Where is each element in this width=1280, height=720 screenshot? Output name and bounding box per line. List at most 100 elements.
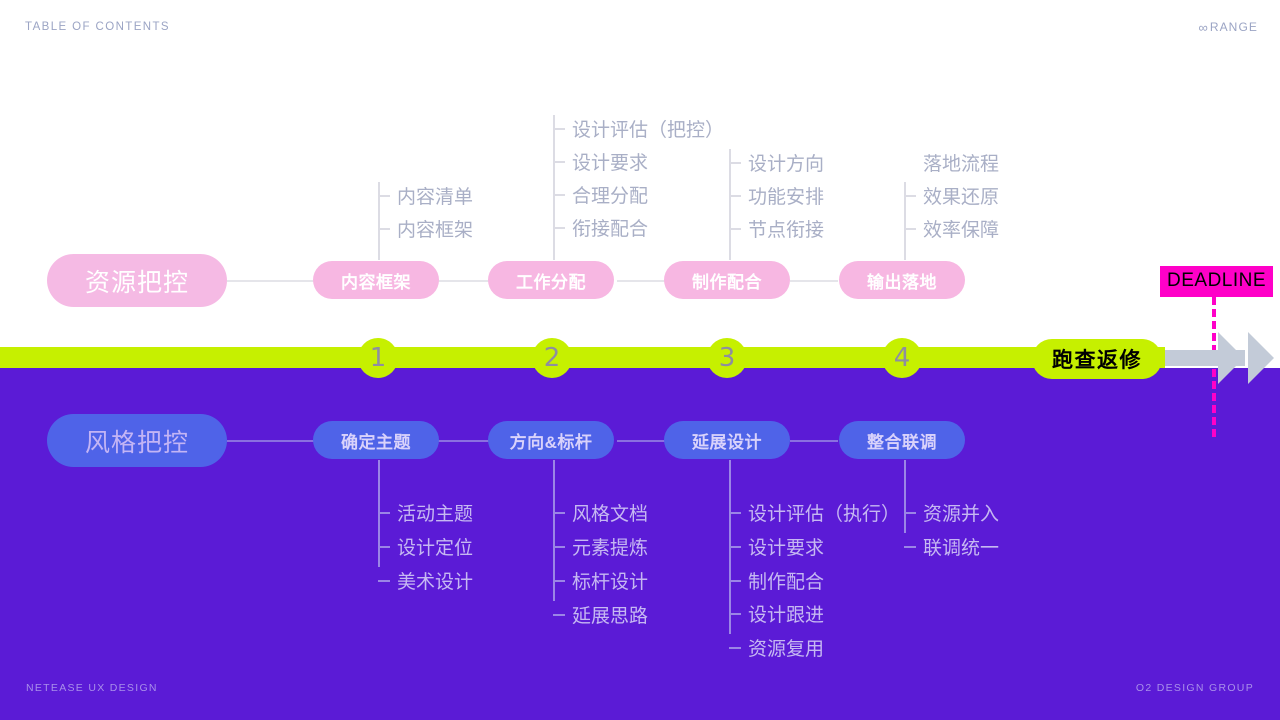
tree-item: 效率保障 <box>904 215 999 242</box>
tree-item-label: 设计要求 <box>572 153 649 174</box>
tree-tick-icon <box>729 612 741 615</box>
pill-integration-tuning[interactable]: 整合联调 <box>839 421 965 459</box>
pill-label: 方向&标杆 <box>509 432 593 452</box>
tree-item-label: 设计跟进 <box>748 605 825 626</box>
tree-tick-icon <box>553 511 565 514</box>
tree-item: 功能安排 <box>729 182 824 209</box>
pill-output-delivery[interactable]: 输出落地 <box>839 261 965 299</box>
tree-item-label: 功能安排 <box>748 187 825 208</box>
tree-stem <box>904 182 906 260</box>
timeline-node-2[interactable]: 2 <box>532 338 572 378</box>
tree-stem <box>904 460 906 533</box>
timeline-node-number: 3 <box>718 343 736 373</box>
tree-item: 内容清单 <box>378 182 473 209</box>
tree-tick-icon <box>553 545 565 548</box>
connector-top-2 <box>617 280 665 282</box>
tree-item: 设计要求 <box>553 148 648 175</box>
tree-item-label: 衔接配合 <box>572 219 649 240</box>
pill-resource-control[interactable]: 资源把控 <box>47 254 227 307</box>
tree-item-label: 延展思路 <box>572 606 649 627</box>
tree-item: 落地流程 <box>904 149 999 176</box>
tree-item-label: 内容清单 <box>397 187 474 208</box>
pill-production-coop[interactable]: 制作配合 <box>664 261 790 299</box>
tree-item: 设计定位 <box>378 533 473 560</box>
tree-item: 制作配合 <box>729 567 824 594</box>
brand-logo: ∞ RANGE <box>1199 20 1258 34</box>
tree-item: 效果还原 <box>904 182 999 209</box>
tree-item: 设计评估（执行） <box>729 499 900 526</box>
tree-tick-icon <box>553 579 565 582</box>
timeline-node-4[interactable]: 4 <box>882 338 922 378</box>
pill-extended-design[interactable]: 延展设计 <box>664 421 790 459</box>
tree-tick-icon <box>729 646 741 649</box>
pill-label: 内容框架 <box>341 272 411 292</box>
connector-top-3 <box>790 280 838 282</box>
tree-tick-icon <box>904 511 916 514</box>
tree-tick-icon <box>729 511 741 514</box>
tree-item: 设计评估（把控） <box>553 115 724 142</box>
tree-item: 风格文档 <box>553 499 648 526</box>
tree-stem <box>378 182 380 260</box>
tree-item-label: 制作配合 <box>748 572 825 593</box>
tree-tick-icon <box>904 227 916 230</box>
page-title: TABLE OF CONTENTS <box>25 21 170 33</box>
tree-item: 活动主题 <box>378 499 473 526</box>
timeline-node-1[interactable]: 1 <box>358 338 398 378</box>
timeline-node-number: 1 <box>369 343 387 373</box>
tree-tick-icon <box>553 613 565 616</box>
tree-stem <box>378 460 380 567</box>
forward-arrows-icon <box>1218 330 1280 391</box>
tree-stem <box>553 460 555 601</box>
pill-style-control[interactable]: 风格把控 <box>47 414 227 467</box>
review-rework-label: 跑查返修 <box>1052 349 1142 372</box>
tree-item: 设计要求 <box>729 533 824 560</box>
tree-tick-icon <box>729 545 741 548</box>
tree-item: 设计方向 <box>729 149 824 176</box>
deadline-dashed-line <box>1212 297 1216 437</box>
tree-tick-icon <box>729 227 741 230</box>
tree-item-label: 效率保障 <box>923 220 1000 241</box>
footer-left-text: NETEASE UX DESIGN <box>26 682 158 694</box>
tree-item-label: 设计评估（执行） <box>748 504 901 525</box>
tree-tick-icon <box>378 194 390 197</box>
tree-item: 设计跟进 <box>729 600 824 627</box>
pill-label: 资源把控 <box>84 268 189 297</box>
tree-tick-icon <box>729 194 741 197</box>
pill-direction-benchmark[interactable]: 方向&标杆 <box>488 421 614 459</box>
tree-tick-icon <box>729 161 741 164</box>
timeline-node-number: 4 <box>893 343 911 373</box>
connector-bottom-0 <box>227 440 319 442</box>
pill-label: 制作配合 <box>692 272 762 292</box>
deadline-badge: DEADLINE <box>1160 266 1274 297</box>
pill-label: 整合联调 <box>867 432 937 452</box>
tree-item-label: 美术设计 <box>397 572 474 593</box>
tree-item: 联调统一 <box>904 533 999 560</box>
tree-item-label: 设计要求 <box>748 538 825 559</box>
tree-tick-icon <box>378 579 390 582</box>
connector-bottom-3 <box>790 440 838 442</box>
tree-stem <box>553 115 555 260</box>
tree-tick-icon <box>553 226 565 229</box>
tree-item: 内容框架 <box>378 215 473 242</box>
connector-bottom-1 <box>435 440 489 442</box>
tree-stem <box>729 149 731 260</box>
footer-right-text: O2 DESIGN GROUP <box>1135 682 1254 694</box>
tree-item-label: 资源复用 <box>748 639 825 660</box>
tree-tick-icon <box>553 160 565 163</box>
tree-tick-icon <box>904 162 916 164</box>
connector-bottom-2 <box>617 440 665 442</box>
pill-work-allocation[interactable]: 工作分配 <box>488 261 614 299</box>
brand-logo-text: RANGE <box>1209 20 1258 34</box>
tree-item-label: 标杆设计 <box>572 572 649 593</box>
timeline-node-number: 2 <box>543 343 561 373</box>
pill-define-theme[interactable]: 确定主题 <box>313 421 439 459</box>
review-rework-badge[interactable]: 跑查返修 <box>1032 339 1162 379</box>
tree-tick-icon <box>729 579 741 582</box>
tree-item: 标杆设计 <box>553 567 648 594</box>
tree-tick-icon <box>378 545 390 548</box>
pill-content-framework[interactable]: 内容框架 <box>313 261 439 299</box>
tree-tick-icon <box>553 193 565 196</box>
tree-item-label: 落地流程 <box>923 154 1000 175</box>
timeline-node-3[interactable]: 3 <box>707 338 747 378</box>
